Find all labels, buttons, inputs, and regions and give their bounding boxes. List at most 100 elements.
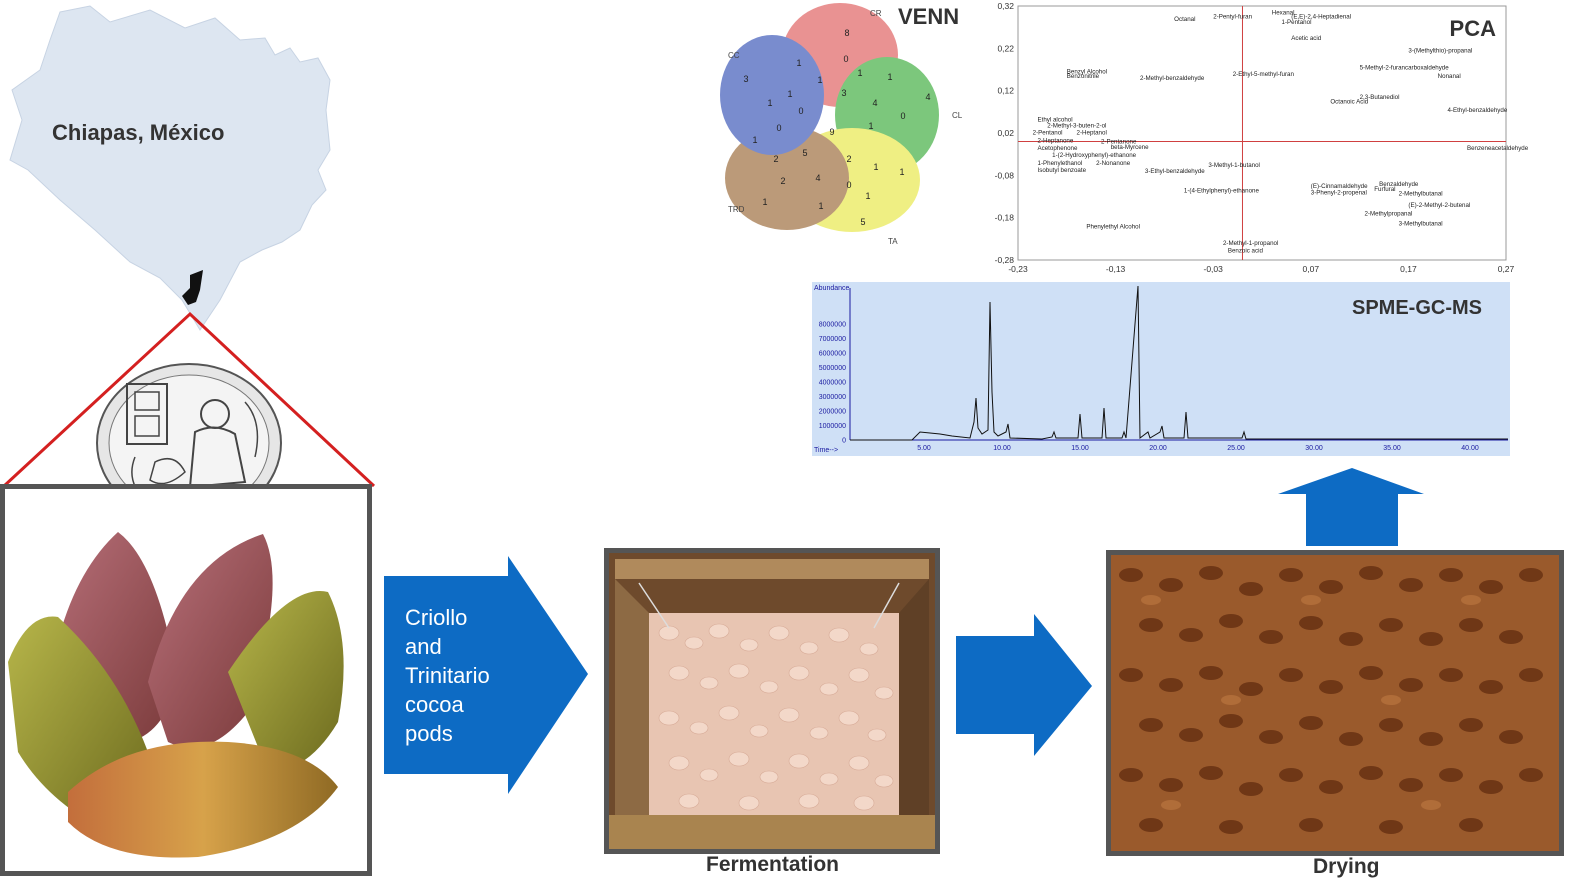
pca-point-label: Octanal: [1174, 16, 1195, 23]
venn-count: 1: [796, 58, 801, 68]
gcms-trace: [850, 285, 1508, 441]
pca-point-label: 2-Methylbutanal: [1399, 191, 1443, 198]
pca-y-tick-label: -0,28: [995, 255, 1015, 265]
venn-count: 0: [846, 180, 851, 190]
gcms-chromatogram: Abundance Time--> 8000000700000060000005…: [812, 282, 1510, 456]
gcms-y-tick-label: 4000000: [819, 380, 846, 387]
zoom-triangle: [2, 311, 376, 488]
venn-count: 1: [865, 191, 870, 201]
pca-point-label: 3-(Methylthio)-propanal: [1408, 48, 1472, 55]
venn-count: 8: [844, 28, 849, 38]
cocoa-pods-label: Criollo and Trinitario cocoa pods: [405, 603, 490, 748]
venn-count: 1: [787, 89, 792, 99]
pca-point-label: Benzonitrile: [1067, 73, 1100, 80]
pca-point-label: 5-Methyl-2-furancarboxaldehyde: [1360, 65, 1450, 72]
gcms-y-tick-label: 5000000: [819, 365, 846, 372]
venn-count: 1: [818, 201, 823, 211]
drying-label: Drying: [1313, 855, 1380, 878]
cocoa-pods-label-line: and: [405, 634, 442, 659]
cocoa-pods-label-line: pods: [405, 721, 453, 746]
gcms-y-tick-label: 1000000: [819, 423, 846, 430]
pca-point-label: 2-Pentyl-furan: [1213, 14, 1252, 21]
pca-x-tick-label: 0,17: [1400, 264, 1417, 274]
gcms-y-tick-label: 6000000: [819, 351, 846, 358]
venn-count: 1: [767, 98, 772, 108]
arrow-to-fermentation: [384, 556, 588, 794]
pca-point-label: 2-Heptanone: [1038, 138, 1074, 145]
pca-point-label: Isobutyl benzoate: [1038, 167, 1087, 174]
pca-point-label: 3-Ethyl-benzaldehyde: [1145, 168, 1205, 175]
pca-point-label: 1-(4-Ethylphenyl)-ethanone: [1184, 187, 1260, 194]
pca-point-label: (E)-2-Methyl-2-butenal: [1408, 202, 1470, 209]
pca-x-tick-label: 0,27: [1498, 264, 1515, 274]
pca-y-tick-label: 0,12: [997, 86, 1014, 96]
venn-set-cc: [720, 35, 824, 155]
pca-plot: 0,320,220,120,02-0,08-0,18-0,28 -0,23-0,…: [995, 1, 1529, 274]
venn-count: 1: [873, 162, 878, 172]
venn-diagram: CR CL TA TRD CC 8 4 5 1 3 1 0 1 1 3 4 0 …: [720, 3, 963, 246]
pca-y-tick-label: -0,08: [995, 170, 1015, 180]
drying-beans-image: [1111, 555, 1559, 851]
pca-point-label: 1-(2-Hydroxyphenyl)-ethanone: [1052, 152, 1136, 159]
region-label: Chiapas, México: [52, 120, 225, 145]
pca-point-label: 2-Pentanol: [1033, 129, 1063, 136]
pca-y-tick-label: 0,22: [997, 43, 1014, 53]
venn-count: 2: [773, 154, 778, 164]
venn-count: 9: [829, 127, 834, 137]
venn-count: 1: [857, 68, 862, 78]
pca-y-tick-label: 0,02: [997, 128, 1014, 138]
pca-point-label: (E)-Cinnamaldehyde: [1311, 183, 1368, 190]
pca-point-label: 2,3-Butanediol: [1360, 94, 1400, 101]
pca-point-label: 2-Ethyl-5-methyl-furan: [1233, 71, 1295, 78]
municipality-marker: [182, 270, 203, 305]
venn-count: 3: [743, 74, 748, 84]
venn-count: 4: [925, 92, 930, 102]
pca-point-label: 3-Methylbutanal: [1399, 220, 1443, 227]
pca-x-tick-label: 0,07: [1303, 264, 1320, 274]
pca-point-label: Acetic acid: [1291, 35, 1321, 42]
pca-point-label: Benzoic acid: [1228, 247, 1264, 254]
cocoa-pods-image: [8, 532, 344, 858]
arrow-to-drying: [956, 614, 1092, 756]
gcms-x-tick-label: 30.00: [1305, 445, 1323, 452]
drying-photo: [1106, 550, 1564, 856]
pca-x-tick-label: -0,03: [1204, 264, 1224, 274]
pca-point-label: Phenylethyl Alcohol: [1086, 223, 1140, 230]
venn-count: 3: [841, 88, 846, 98]
venn-count: 4: [815, 173, 820, 183]
gcms-x-tick-label: 20.00: [1149, 445, 1167, 452]
gcms-x-tick-label: 35.00: [1383, 445, 1401, 452]
fermentation-photo: [604, 548, 940, 854]
pca-point-label: beta-Myrcene: [1111, 144, 1149, 151]
pca-point-label: Acetophenone: [1038, 145, 1078, 152]
pca-title: PCA: [1450, 16, 1497, 41]
pca-point-label: 1-Pentanol: [1282, 19, 1312, 26]
gcms-x-tick-label: 5.00: [917, 445, 931, 452]
arrow-to-analysis: [1278, 468, 1424, 546]
pca-point-label: Nonanal: [1438, 73, 1461, 80]
pca-y-tick-label: -0,18: [995, 213, 1015, 223]
venn-count: 4: [872, 98, 877, 108]
pca-point-label: 2-Nonanone: [1096, 160, 1131, 167]
chiapas-map-shape: [9, 5, 331, 331]
venn-set-label: CC: [728, 51, 740, 60]
pca-x-tick-label: -0,13: [1106, 264, 1126, 274]
pca-point-label: 2-Methyl-1-propanol: [1223, 240, 1278, 247]
pca-point-label: (E,E)-2,4-Heptadienal: [1291, 14, 1351, 21]
venn-count: 0: [843, 54, 848, 64]
fermentation-box-image: [609, 553, 935, 849]
venn-count: 5: [860, 217, 865, 227]
fermentation-label: Fermentation: [706, 853, 840, 876]
pca-point-label: 2-Methylpropanal: [1364, 211, 1412, 218]
pca-point-label: 3-Methyl-1-butanol: [1208, 162, 1260, 169]
gcms-y-tick-label: 7000000: [819, 336, 846, 343]
venn-count: 1: [762, 197, 767, 207]
venn-set-label: TRD: [728, 205, 745, 214]
gcms-y-tick-label: 2000000: [819, 409, 846, 416]
pca-plot-area: [1017, 5, 1507, 261]
cocoa-pods-label-line: Trinitario: [405, 663, 490, 688]
pca-point-label: Octanoic Acid: [1330, 98, 1368, 105]
pca-point-label: Benzeneacetaldehyde: [1467, 145, 1529, 152]
gcms-x-tick-label: 15.00: [1071, 445, 1089, 452]
venn-count: 2: [780, 176, 785, 186]
